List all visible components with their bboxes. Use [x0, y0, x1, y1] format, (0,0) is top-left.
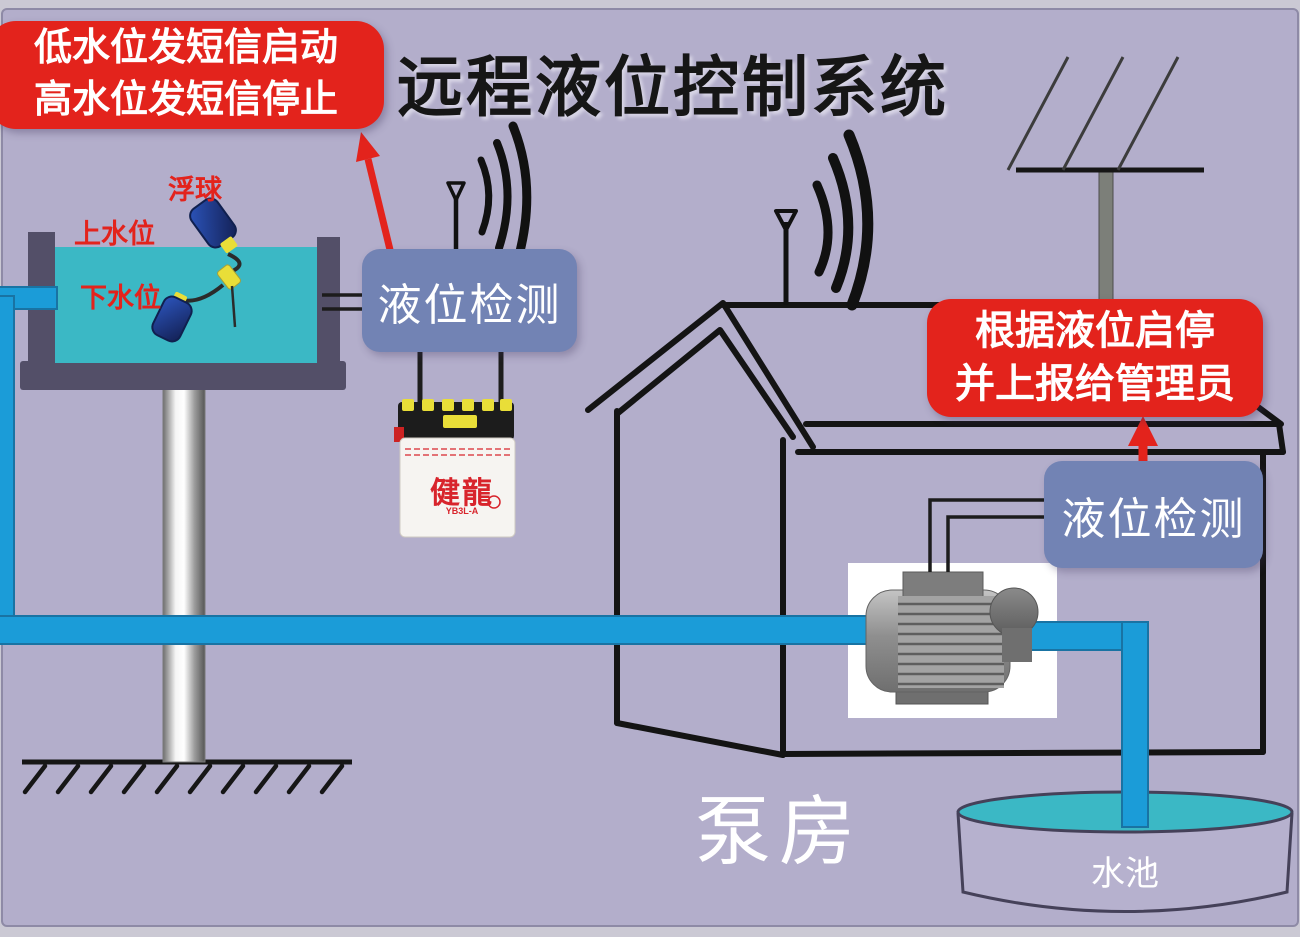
level-detector-left: 液位检测 [362, 249, 577, 352]
report-callout-line1: 根据液位启停 [975, 308, 1215, 353]
pump-room-label: 泵房 [695, 790, 863, 875]
tank-pedestal [162, 387, 206, 763]
tank-base [20, 361, 346, 390]
lower-level-label: 下水位 [80, 283, 161, 313]
battery-terminal [442, 399, 454, 411]
roof-antenna-icon [774, 209, 798, 305]
pipes [0, 286, 1149, 828]
battery-seal-icon [487, 495, 501, 509]
battery-model-label: YB3L-A [445, 506, 479, 516]
report-callout-line2: 并上报给管理员 [955, 362, 1235, 406]
pump-fins [898, 602, 1004, 686]
pool-label: 水池 [1091, 855, 1159, 893]
water-pump [865, 571, 1039, 705]
battery-terminal [482, 399, 494, 411]
sms-callout-line1: 低水位发短信启动 [33, 27, 338, 70]
main-pipe [0, 615, 873, 645]
sms-callout-line2: 高水位发短信停止 [33, 79, 338, 121]
detector-signal-waves-icon [477, 121, 532, 271]
water-pool [956, 790, 1294, 913]
cable-connector-icon [217, 264, 241, 290]
fascia-right-end [1276, 421, 1286, 455]
detector-antenna-icon [446, 181, 466, 255]
page-title: 远程液位控制系统 [397, 50, 949, 124]
house-bottom [780, 749, 1266, 757]
pump-sensor-wire-1 [928, 498, 1046, 572]
ground-hatching [22, 763, 345, 795]
house-bottom-slant [614, 720, 786, 758]
pool-down-pipe [1121, 621, 1149, 828]
tank-right-wall [317, 237, 340, 365]
battery-warning-sticker [443, 415, 477, 428]
battery-red-terminal [394, 427, 404, 442]
report-callout: 根据液位启停 并上报给管理员 [927, 299, 1263, 417]
pool-body [956, 812, 1294, 913]
arrow-left [356, 132, 396, 259]
sensor-rod [230, 285, 237, 328]
roof-signal-waves-icon [812, 129, 874, 311]
float-switch-assembly [151, 197, 242, 343]
battery-terminal [402, 399, 414, 411]
lower-float-icon [151, 295, 193, 343]
pump-fin-block [898, 596, 1004, 688]
left-riser-pipe [0, 295, 15, 643]
battery-terminal [422, 399, 434, 411]
tank-sensor-wires [322, 293, 366, 311]
upper-float-icon [189, 197, 238, 254]
pump-outlet-flange [1002, 628, 1032, 662]
battery [394, 399, 516, 538]
battery-brand-label: 健龍 [430, 477, 494, 510]
sms-callout: 低水位发短信启动 高水位发短信停止 [0, 21, 384, 129]
upper-level-label: 上水位 [74, 219, 155, 249]
battery-body [399, 437, 516, 538]
level-detector-right: 液位检测 [1044, 461, 1263, 568]
gable-roof-inner [615, 327, 796, 440]
float-label: 浮球 [168, 175, 222, 205]
battery-terminal [462, 399, 474, 411]
pump-sensor-wire-2 [946, 515, 1046, 572]
battery-terminal [500, 399, 512, 411]
